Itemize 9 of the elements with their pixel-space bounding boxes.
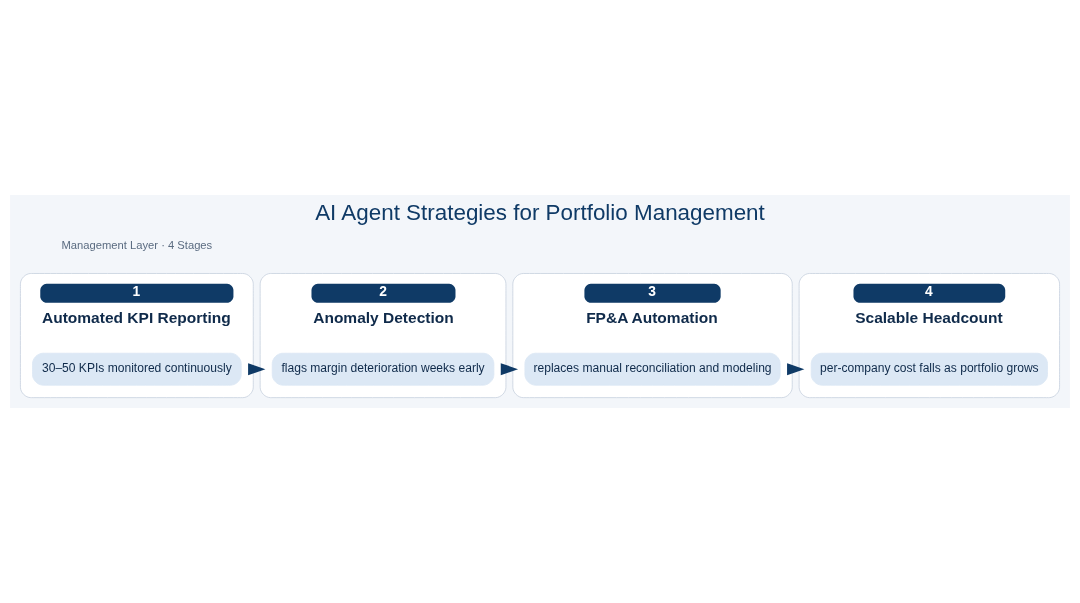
node-box: flags margin deterioration weeks early bbox=[271, 352, 495, 386]
arrow bbox=[787, 363, 805, 376]
diagram-title: AI Agent Strategies for Portfolio Management bbox=[315, 199, 765, 225]
node-box: replaces manual reconciliation and modeling bbox=[524, 352, 781, 386]
node-box: 30–50 KPIs monitored continuously bbox=[32, 352, 242, 386]
label: Management Layer · 4 Stages bbox=[61, 238, 213, 251]
node-box: per-company cost falls as portfolio grows bbox=[810, 352, 1048, 386]
arrow bbox=[500, 363, 519, 376]
arrow bbox=[248, 363, 266, 376]
